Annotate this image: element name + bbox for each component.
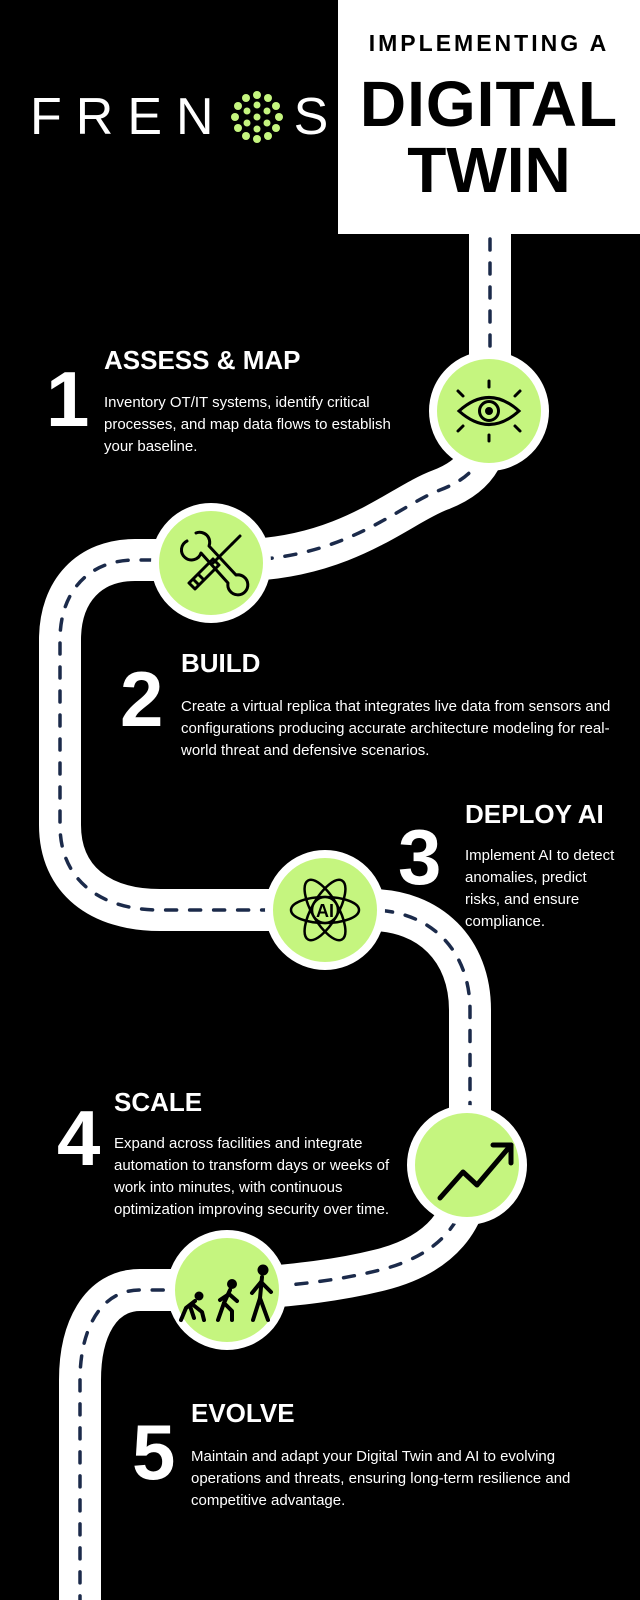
step-1-number: 1 [46, 355, 90, 443]
step-2-number: 2 [120, 655, 164, 743]
step-3-icon-circle: AI [265, 850, 385, 970]
step-5-title: EVOLVE [191, 1398, 295, 1428]
step-3-number: 3 [398, 813, 442, 901]
evolution-figures-icon [179, 1264, 273, 1322]
title-line-2: DIGITAL [359, 68, 619, 140]
step-3-description: Implement AI to detect anomalies, predic… [465, 847, 615, 930]
green-dot-circle-logo [230, 91, 283, 143]
step-3-title: DEPLOY AI [465, 799, 604, 829]
step-2-icon-circle [151, 503, 271, 623]
step-5-number: 5 [132, 1408, 176, 1496]
tools-icon [179, 530, 250, 597]
ai-icon-label: AI [316, 901, 334, 921]
step-4-number: 4 [57, 1094, 101, 1182]
ai-atom-icon [289, 878, 361, 942]
step-5-icon-circle [167, 1230, 287, 1350]
step-4-description: Expand across facilities and integrate a… [114, 1135, 390, 1218]
logo-text: FREN [30, 88, 228, 146]
step-1-description: Inventory OT/IT systems, identify critic… [104, 394, 391, 455]
logo-text-end: S [293, 88, 343, 146]
frenos-logo: FREN [30, 86, 342, 148]
step-5-description: Maintain and adapt your Digital Twin and… [191, 1448, 571, 1509]
step-1-title: ASSESS & MAP [104, 345, 301, 375]
title-box: IMPLEMENTING A DIGITAL TWIN [338, 0, 640, 234]
step-2-title: BUILD [181, 648, 261, 678]
title-line-1: IMPLEMENTING A [368, 30, 610, 56]
step-1-icon-circle [429, 351, 549, 471]
trend-up-arrow-icon [437, 1142, 514, 1201]
step-2-description: Create a virtual replica that integrates… [181, 698, 611, 759]
title-line-3: TWIN [407, 134, 571, 206]
step-4-title: SCALE [114, 1087, 203, 1117]
step-4-icon-circle [407, 1105, 527, 1225]
eye-icon [456, 379, 522, 443]
